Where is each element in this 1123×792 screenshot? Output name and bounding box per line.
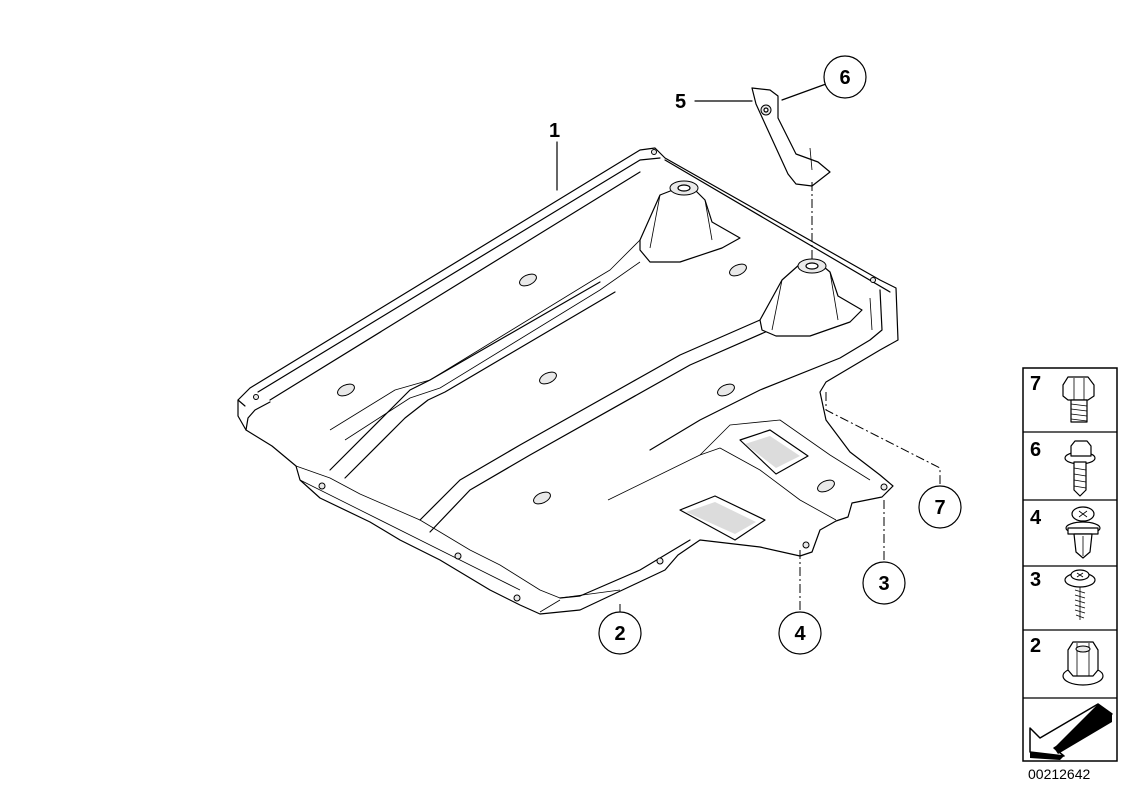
svg-text:6: 6 [839, 67, 850, 89]
legend-row-4: 4 [1030, 506, 1101, 559]
callout-7: 7 [918, 485, 962, 529]
svg-text:1: 1 [549, 120, 560, 142]
diagram-number: 00212642 [1028, 766, 1091, 782]
legend-row-7: 7 [1030, 373, 1095, 423]
svg-text:3: 3 [878, 573, 889, 595]
svg-text:3: 3 [1030, 569, 1041, 591]
svg-text:2: 2 [614, 623, 625, 645]
washer-screw-icon [1064, 569, 1096, 620]
svg-text:5: 5 [675, 91, 686, 113]
callout-2: 2 [598, 611, 642, 655]
leader-lines [556, 83, 941, 612]
collar-screw-icon [1064, 440, 1096, 497]
collar-nut-icon [1062, 641, 1104, 686]
legend-row-6: 6 [1030, 439, 1096, 497]
callout-3: 3 [862, 561, 906, 605]
svg-text:7: 7 [1030, 373, 1041, 395]
callout-6: 6 [823, 55, 867, 99]
callout-5: 5 [675, 91, 686, 113]
hex-bolt-icon [1062, 376, 1095, 423]
svg-text:4: 4 [1030, 507, 1042, 529]
legend-row-3: 3 [1030, 569, 1096, 620]
expanding-rivet-icon [1065, 506, 1101, 559]
bracket-part [751, 87, 831, 187]
svg-text:7: 7 [934, 497, 945, 519]
svg-text:2: 2 [1030, 635, 1041, 657]
fastener-legend: 7 6 [1022, 367, 1118, 762]
arrow-direction-icon [1029, 703, 1113, 760]
underbody-panel [237, 147, 899, 615]
callout-4: 4 [778, 611, 822, 655]
svg-text:4: 4 [794, 623, 806, 645]
svg-text:6: 6 [1030, 439, 1041, 461]
legend-row-2: 2 [1030, 635, 1104, 686]
callout-1: 1 [549, 120, 560, 142]
